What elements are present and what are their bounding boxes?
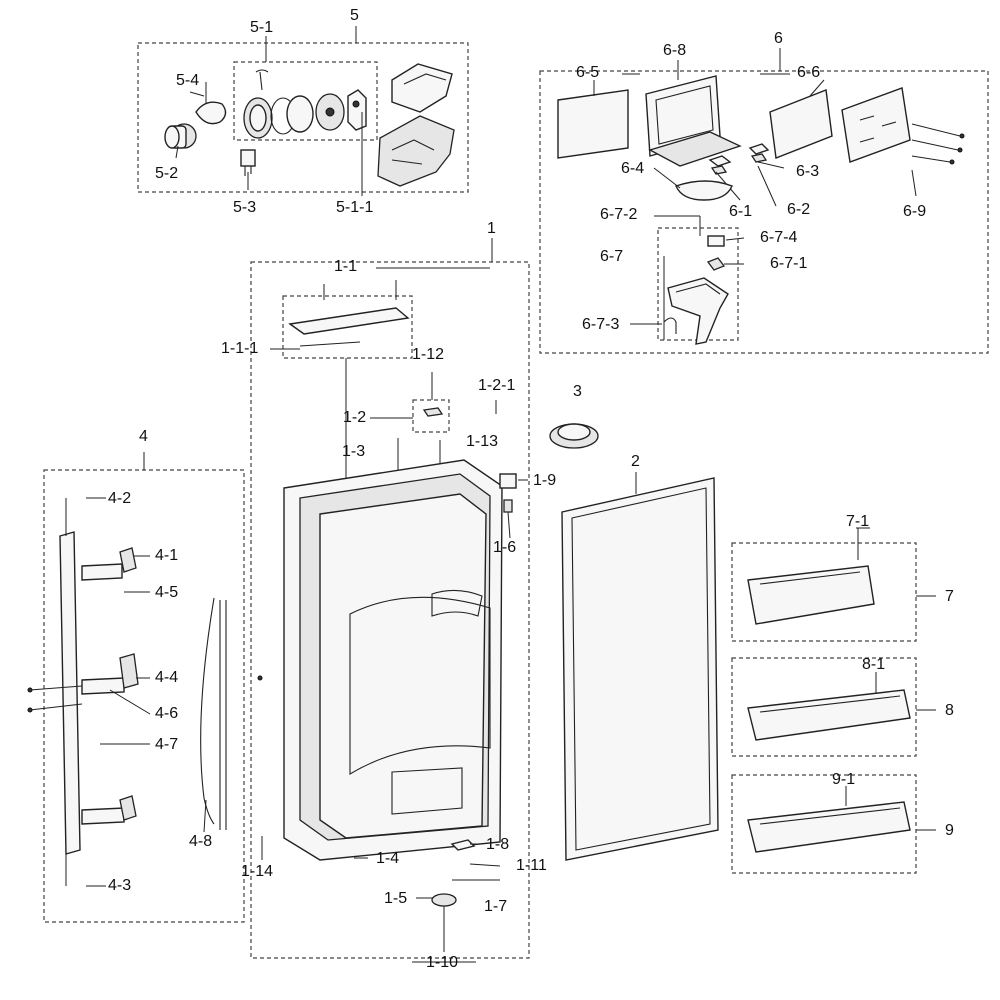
group-8-bin xyxy=(731,657,917,757)
label-6-4: 6-4 xyxy=(621,160,645,177)
label-1-2-1: 1-2-1 xyxy=(478,377,516,394)
label-1: 1 xyxy=(487,220,496,237)
label-1-1-1: 1-1-1 xyxy=(221,340,259,357)
label-1-5: 1-5 xyxy=(384,890,408,907)
label-6-9: 6-9 xyxy=(903,203,927,220)
label-4: 4 xyxy=(139,428,148,445)
label-6-8: 6-8 xyxy=(663,42,687,59)
label-1-8: 1-8 xyxy=(486,836,510,853)
label-1-7: 1-7 xyxy=(484,898,508,915)
label-1-9: 1-9 xyxy=(533,472,557,489)
label-1-2: 1-2 xyxy=(343,409,367,426)
label-1-13: 1-13 xyxy=(466,433,499,450)
group-2-door-gasket xyxy=(561,472,719,861)
group-4-handle-assembly xyxy=(27,452,245,923)
label-3: 3 xyxy=(573,383,582,400)
label-6-7-1: 6-7-1 xyxy=(770,255,808,272)
label-6-7-2: 6-7-2 xyxy=(600,206,638,223)
label-1-14: 1-14 xyxy=(241,863,274,880)
label-6-7: 6-7 xyxy=(600,248,624,265)
group-9-bin xyxy=(731,774,917,874)
label-5: 5 xyxy=(350,7,359,24)
label-7: 7 xyxy=(945,588,954,605)
group-5-ice-maker-assembly xyxy=(137,26,469,196)
label-4-2: 4-2 xyxy=(108,490,132,507)
label-6-6: 6-6 xyxy=(797,64,821,81)
label-1-1: 1-1 xyxy=(334,258,358,275)
label-1-10: 1-10 xyxy=(426,954,459,971)
label-5-1: 5-1 xyxy=(250,19,274,36)
label-6-3: 6-3 xyxy=(796,163,820,180)
label-4-5: 4-5 xyxy=(155,584,179,601)
label-9-1: 9-1 xyxy=(832,771,856,788)
label-8-1: 8-1 xyxy=(862,656,886,673)
group-7-bin xyxy=(731,528,917,642)
group-1-door-assembly xyxy=(250,238,530,959)
group-6-dispenser-assembly xyxy=(539,48,989,354)
label-5-2: 5-2 xyxy=(155,165,179,182)
label-6-1: 6-1 xyxy=(729,203,753,220)
label-5-1-1: 5-1-1 xyxy=(336,199,374,216)
label-4-4: 4-4 xyxy=(155,669,179,686)
label-6-7-4: 6-7-4 xyxy=(760,229,798,246)
label-5-4: 5-4 xyxy=(176,72,200,89)
label-5-3: 5-3 xyxy=(233,199,257,216)
label-1-4: 1-4 xyxy=(376,850,400,867)
label-2: 2 xyxy=(631,453,640,470)
label-4-6: 4-6 xyxy=(155,705,179,722)
label-6-7-3: 6-7-3 xyxy=(582,316,620,333)
label-8: 8 xyxy=(945,702,954,719)
label-7-1: 7-1 xyxy=(846,513,870,530)
label-9: 9 xyxy=(945,822,954,839)
label-4-7: 4-7 xyxy=(155,736,179,753)
label-6-2: 6-2 xyxy=(787,201,811,218)
label-1-3: 1-3 xyxy=(342,443,366,460)
leader-lines xyxy=(86,73,936,963)
label-1-11: 1-11 xyxy=(516,857,547,874)
label-6: 6 xyxy=(774,30,783,47)
label-6-5: 6-5 xyxy=(576,64,600,81)
label-1-12: 1-12 xyxy=(412,346,445,363)
label-4-3: 4-3 xyxy=(108,877,132,894)
label-1-6: 1-6 xyxy=(493,539,517,556)
label-4-8: 4-8 xyxy=(189,833,213,850)
label-4-1: 4-1 xyxy=(155,547,179,564)
group-3-cap xyxy=(549,423,599,449)
